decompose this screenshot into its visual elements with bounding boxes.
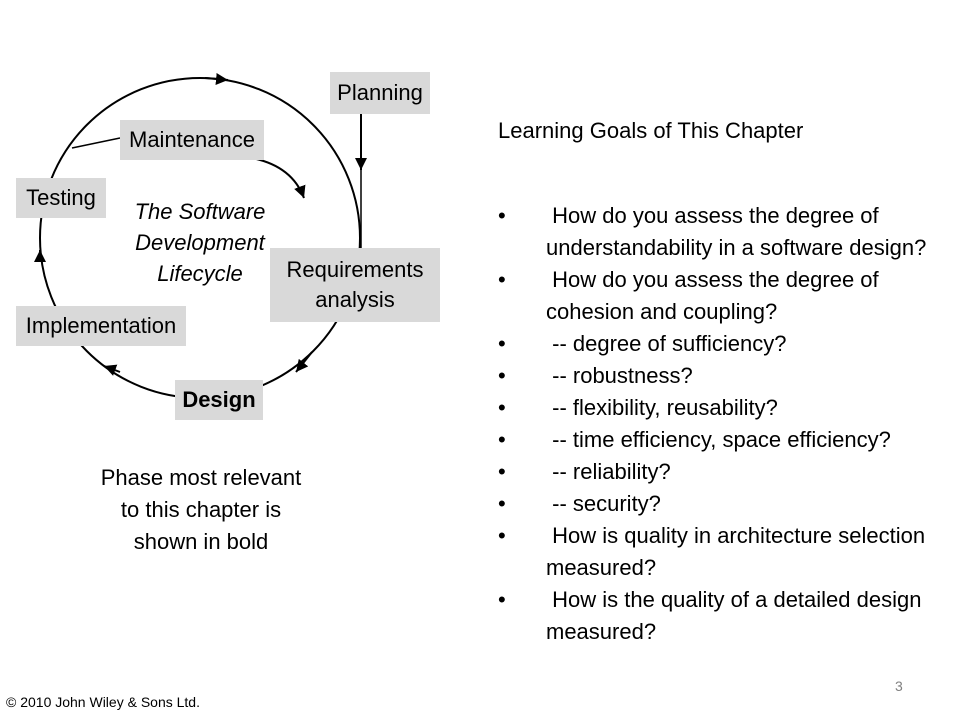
goal-item: • -- degree of sufficiency? (498, 328, 938, 360)
requirements-label-line1: Requirements (286, 257, 424, 282)
requirements-label-line2: analysis (315, 287, 395, 312)
goal-item: • How is quality in architecture selecti… (498, 520, 938, 584)
maintenance-label: Maintenance (129, 127, 255, 152)
bullet: • (498, 267, 506, 292)
copyright-notice: © 2010 John Wiley & Sons Ltd. (6, 694, 200, 710)
bullet: • (498, 363, 506, 388)
testing-label: Testing (26, 185, 96, 210)
goals-title: Learning Goals of This Chapter (498, 118, 804, 143)
bullet: • (498, 459, 506, 484)
planning-label: Planning (337, 80, 423, 105)
design-label: Design (182, 387, 256, 412)
bullet: • (498, 203, 506, 228)
bullet: • (498, 491, 506, 516)
bullet: • (498, 395, 506, 420)
goal-item: • -- time efficiency, space efficiency? (498, 424, 938, 456)
bullet: • (498, 587, 506, 612)
center-label-line1: The Software (134, 199, 266, 224)
maintenance-arrow (251, 157, 306, 199)
goal-item: • -- reliability? (498, 456, 938, 488)
goal-item: • How do you assess the degree of cohesi… (498, 264, 938, 328)
center-label-line3: Lifecycle (157, 261, 243, 286)
goal-item: • -- flexibility, reusability? (498, 392, 938, 424)
implementation-box: Implementation (16, 306, 186, 346)
requirements-box: Requirements analysis (270, 248, 440, 322)
goals-list: • How do you assess the degree of unders… (498, 200, 938, 648)
implementation-label: Implementation (25, 313, 177, 338)
planning-box: Planning (330, 72, 430, 114)
design-box: Design (175, 380, 263, 420)
cycle-arrow-bottom-left (103, 364, 121, 376)
goal-item: • -- robustness? (498, 360, 938, 392)
bold-phase-note: Phase most relevant to this chapter is s… (100, 465, 302, 554)
testing-box: Testing (16, 178, 106, 218)
lifecycle-center-label: The Software Development Lifecycle (120, 196, 280, 289)
cycle-arrow-right-lower (295, 351, 313, 373)
cycle-arrow-top (204, 72, 229, 85)
center-label-line2: Development (135, 230, 265, 255)
page-number: 3 (895, 678, 903, 694)
goal-item: • -- security? (498, 488, 938, 520)
goal-item: • How is the quality of a detailed desig… (498, 584, 938, 648)
bullet: • (498, 331, 506, 356)
bullet: • (498, 427, 506, 452)
bullet: • (498, 523, 506, 548)
maintenance-box: Maintenance (120, 120, 264, 160)
testing-maintenance-line (71, 137, 121, 149)
goal-item: • How do you assess the degree of unders… (498, 200, 938, 264)
